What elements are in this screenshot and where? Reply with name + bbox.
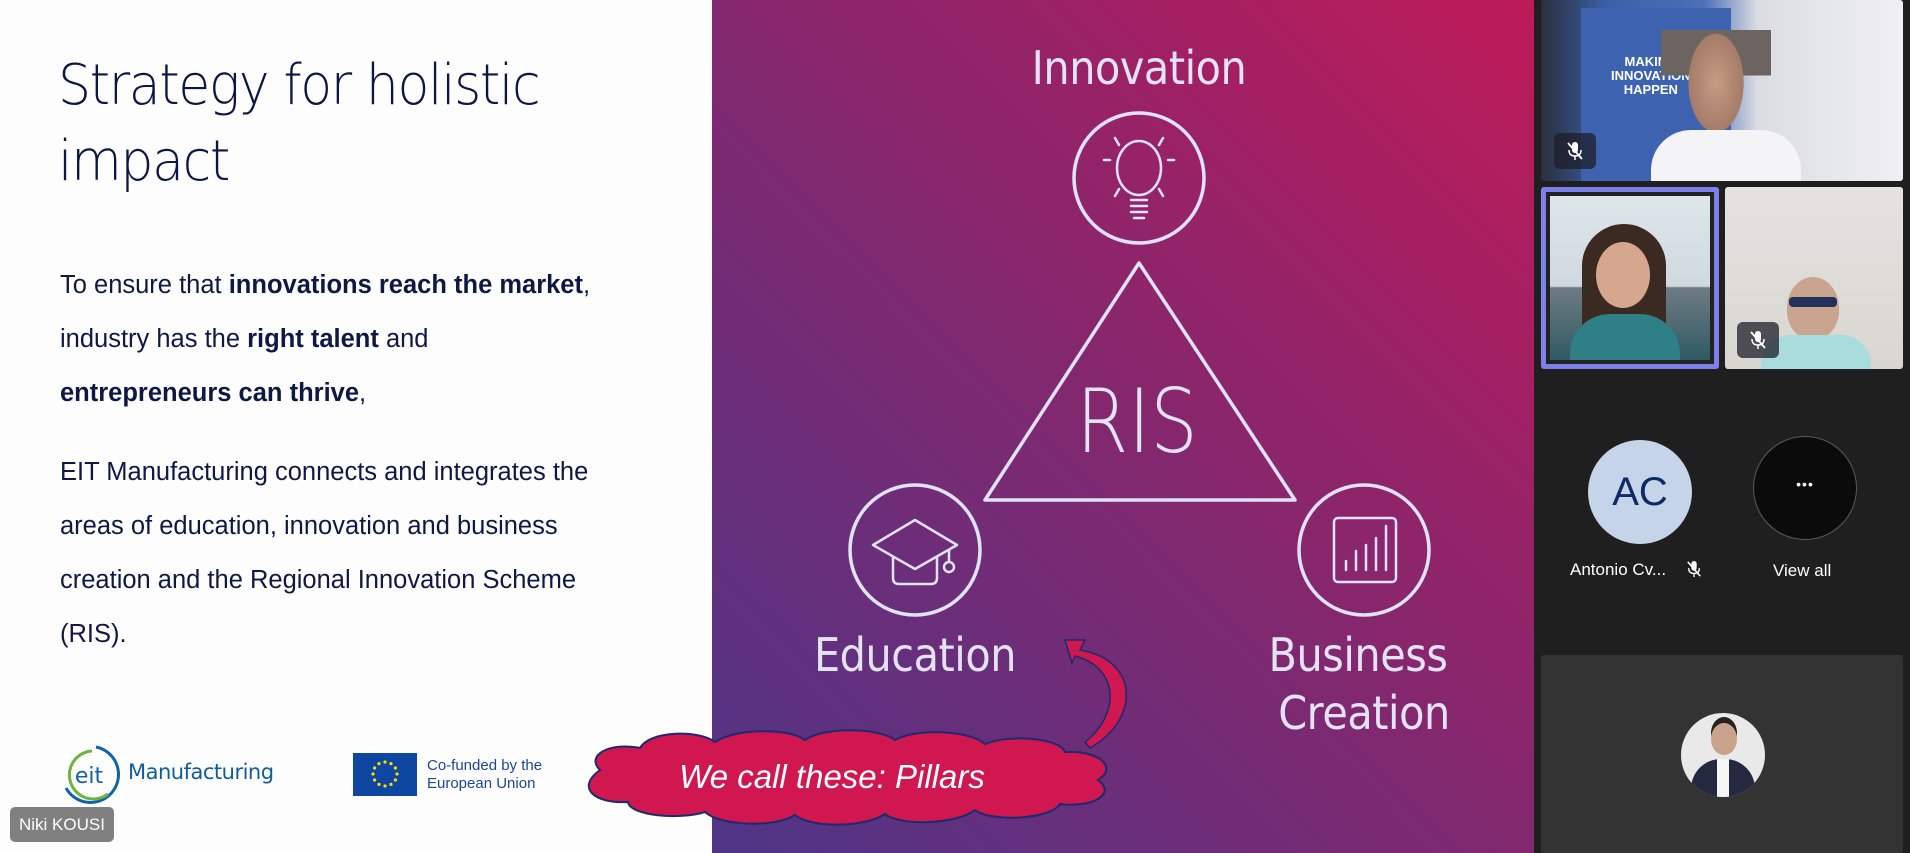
- innovation-label: Innovation: [1031, 41, 1247, 95]
- eit-logo-icon: eit: [64, 745, 121, 804]
- mic-off-icon: [1750, 331, 1766, 349]
- creation-label: Creation: [1278, 686, 1450, 740]
- participant-tile[interactable]: [1541, 655, 1903, 853]
- eu-cofunded-text: Co-funded by the European Union: [427, 757, 543, 792]
- mic-off-icon: [1567, 142, 1583, 160]
- lightbulb-icon: [1102, 136, 1176, 220]
- participant-avatar[interactable]: AC: [1588, 440, 1692, 544]
- presenter-name-tag: Niki KOUSI: [10, 807, 114, 842]
- body-line: industry has the right talent and: [60, 325, 429, 353]
- body-line: creation and the Regional Innovation Sch…: [60, 566, 577, 594]
- participant-shirt: [1651, 130, 1801, 181]
- graduation-cap-icon: [871, 518, 959, 586]
- mic-off-icon: [1687, 561, 1701, 577]
- participant-name: Antonio Cv...: [1570, 560, 1667, 579]
- slide-title-line-1: Strategy for holistic: [58, 53, 541, 118]
- business-label: Business: [1268, 628, 1448, 682]
- avatar-initials: AC: [1612, 469, 1668, 514]
- body-line: To ensure that innovations reach the mar…: [60, 271, 591, 299]
- eu-flag-icon: [353, 753, 417, 796]
- svg-text:eit: eit: [75, 764, 104, 789]
- bar-chart-icon: [1332, 516, 1398, 584]
- slide-title-line-2: impact: [58, 129, 230, 194]
- callout-text: We call these: Pillars: [679, 758, 985, 795]
- participant-face: [1787, 277, 1839, 339]
- pillars-diagram: [587, 111, 1431, 826]
- body-line: EIT Manufacturing connects and integrate…: [60, 458, 589, 486]
- eit-manufacturing-wordmark: Manufacturing: [128, 760, 274, 784]
- active-speaker-tile[interactable]: [1541, 187, 1719, 369]
- mute-indicator: [1554, 133, 1596, 169]
- callout-arrow: [1063, 639, 1127, 749]
- more-icon: •••: [1796, 476, 1814, 492]
- slide-text-panel: Strategy for holistic impact To ensure t…: [0, 0, 712, 853]
- view-all-button[interactable]: •••: [1753, 436, 1857, 540]
- view-all-label[interactable]: View all: [1773, 561, 1832, 580]
- education-label: Education: [813, 628, 1017, 682]
- participant-video-tile[interactable]: [1725, 187, 1903, 369]
- body-line: (RIS).: [60, 620, 127, 648]
- cloud-callout: [587, 729, 1108, 826]
- shared-slide: Strategy for holistic impact To ensure t…: [0, 0, 1534, 853]
- mute-indicator: [1737, 322, 1779, 358]
- participant-video: [1550, 196, 1710, 360]
- profile-photo: [1681, 713, 1765, 797]
- ris-label: RIS: [1076, 370, 1198, 473]
- body-line: entrepreneurs can thrive,: [60, 379, 367, 407]
- body-line: areas of education, innovation and busin…: [60, 512, 558, 540]
